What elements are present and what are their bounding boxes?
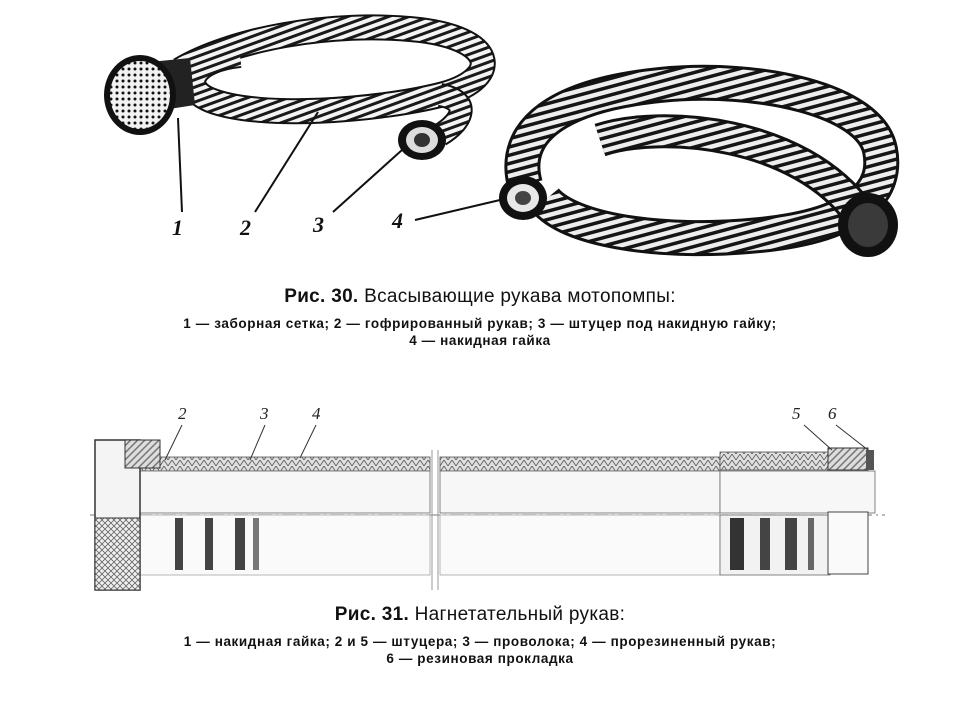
fig31-label-2: 2 [178,404,187,423]
fig30-caption-title: Рис. 30. Всасывающие рукава мотопомпы: [0,286,960,308]
fig30-legend-line-2: 4 — накидная гайка [409,333,551,348]
fig30-label-4: 4 [392,208,403,233]
fig30-label-2: 2 [240,215,251,240]
left-hose [104,14,496,213]
figure-31-illustration: 2 3 4 5 6 [0,400,960,595]
union-nut [94,439,161,591]
figure-30-illustration: 1 2 3 4 [0,0,960,280]
fig31-caption-prefix: Рис. 31. [334,604,410,625]
fig31-label-4: 4 [312,404,321,423]
fig30-legend-line-1: 1 — заборная сетка; 2 — гофрированный ру… [183,316,777,331]
rubber-gasket [866,450,874,470]
fig30-caption-prefix: Рис. 30. [284,286,359,307]
hose-end-right [838,193,898,257]
strainer-part [104,55,195,135]
fig31-legend-line-1: 1 — накидная гайка; 2 и 5 — штуцера; 3 —… [183,634,777,649]
fig30-label-1: 1 [172,215,183,240]
fitting-end-3 [398,120,446,160]
fig30-label-3: 3 [313,212,324,237]
fig30-caption-text: Всасывающие рукава мотопомпы: [364,286,676,307]
fig31-caption-title: Рис. 31. Нагнетательный рукав: [0,604,960,626]
suction-hoses-drawing [104,14,900,257]
left-fitting-grooves [175,518,259,570]
fig31-label-5: 5 [792,404,801,423]
right-hose [414,64,900,257]
fig31-legend-line-2: 6 — резиновая прокладка [386,651,574,666]
pressure-hose-section-drawing [90,424,885,591]
fig31-label-3: 3 [260,404,269,423]
fig31-caption-text: Нагнетательный рукав: [414,604,626,625]
right-fitting [719,447,874,576]
nut-end-4 [499,176,547,220]
fig31-label-6: 6 [828,404,837,423]
